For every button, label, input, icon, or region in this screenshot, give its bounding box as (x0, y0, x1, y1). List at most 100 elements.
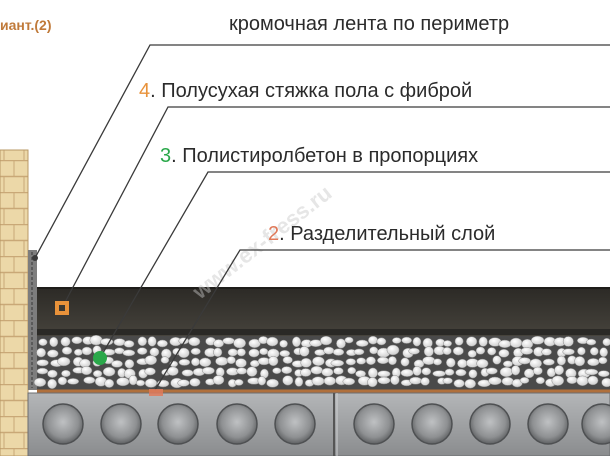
polystyrene-pellet (367, 377, 378, 388)
polystyrene-pellet (248, 348, 260, 358)
label-separator-text: . Разделительный слой (279, 223, 495, 245)
brick-wall (0, 149, 29, 457)
polystyrene-pellet (566, 376, 578, 384)
polystyrene-pellet (311, 376, 325, 386)
polystyrene-pellet (598, 356, 608, 365)
polystyrene-pellet (144, 355, 157, 366)
polystyrene-pellet (556, 355, 566, 366)
polystyrene-pellet (523, 368, 535, 379)
polystyrene-pellet (137, 336, 147, 347)
leader-separator (154, 249, 610, 391)
polystyrene-pellet (584, 368, 599, 376)
slab-hollow-core (527, 403, 569, 445)
polystyrene-pellet (478, 336, 488, 347)
polystyrene-pellet (116, 377, 130, 387)
label-edge-tape: кромочная лента по периметр (229, 13, 509, 35)
polystyrene-pellet (257, 357, 271, 366)
polystyrene-pellet (226, 356, 236, 365)
polystyrene-pellet (452, 346, 464, 356)
polystyrene-pellet (597, 370, 610, 378)
polystyrene-pellet (467, 349, 477, 358)
polystyrene-pellet (601, 377, 610, 388)
polystyrene-pellet (562, 348, 575, 356)
polystyrene-pellet (422, 337, 433, 349)
polystyrene-pellet (367, 367, 378, 379)
polystyrene-pellet (147, 336, 157, 347)
polystyrene-pellet (144, 378, 158, 388)
polystyrene-pellet (422, 356, 436, 365)
polystyrene-pellet (227, 348, 238, 357)
polystyrene-pellet (38, 338, 48, 346)
polystyrene-pellet (488, 376, 502, 386)
polystyrene-pellet (268, 355, 279, 367)
polystyrene-pellet (272, 367, 282, 374)
polystyrene-pellet (188, 337, 201, 347)
polystyrene-pellet (420, 377, 430, 386)
polystyrene-pellet (323, 346, 335, 355)
polystyrene-pellet (333, 367, 344, 375)
polystyrene-pellet (294, 376, 304, 387)
polystyrene-pellet (492, 355, 502, 365)
polystyrene-pellet (353, 348, 365, 356)
polystyrene-pellet (122, 349, 136, 357)
polystyrene-pellet (83, 376, 96, 384)
polystyrene-pellet (330, 359, 345, 367)
polystyrene-pellet (33, 377, 47, 387)
polystyrene-pellet (36, 359, 49, 367)
polystyrene-pellet (519, 377, 530, 384)
edge-tape-marker (32, 255, 38, 261)
polystyrene-pellet (215, 356, 229, 366)
polystyrene-pellet (443, 340, 452, 347)
polystyrene-pellet (520, 347, 534, 355)
polystyrene-pellet (281, 366, 293, 374)
polystyrene-pellet (442, 377, 453, 385)
leader-screed (61, 106, 610, 309)
polystyrene-pellet (342, 377, 356, 386)
polystyrene-pellet (166, 366, 179, 376)
polystyrene-pellet (246, 366, 258, 377)
slab-hollow-core (42, 403, 84, 445)
label-screed: 4. Полусухая стяжка пола с фиброй (139, 80, 472, 102)
polystyrene-pellet (189, 377, 201, 387)
polystyrene-pellet (60, 336, 71, 347)
polystyrene-pellet (541, 348, 552, 356)
polystyrene-pellet (57, 376, 68, 386)
polystyrene-pellet (61, 369, 71, 378)
polystyrene-pellet (498, 339, 512, 348)
polystyrene-pellet (177, 379, 190, 387)
polystyrene-pellet (409, 376, 422, 385)
polystyrene-pellet (178, 347, 190, 359)
polystyrene-pellet (602, 338, 610, 347)
polystyrene-pellet (323, 376, 336, 386)
leader-edge-tape (34, 44, 610, 259)
polystyrene-pellet (236, 367, 248, 375)
polystyrene-pellet (332, 348, 345, 356)
polystyrene-pellet (457, 358, 468, 369)
polystyrene-pellet (236, 348, 246, 357)
polystyrene-pellet (279, 350, 291, 357)
polystyrene-pellet (390, 375, 400, 385)
polystyrene-pellet (92, 370, 103, 378)
label-separator: 2. Разделительный слой (268, 223, 495, 245)
svg-text:4. Полусухая стяжка пола с фиб: 4. Полусухая стяжка пола с фиброй (139, 80, 472, 102)
polystyrene-pellet (190, 347, 201, 355)
polystyrene-pellet (466, 336, 478, 347)
polystyrene-marker (93, 351, 107, 365)
edge-tape-strip (28, 250, 37, 390)
polystyrene-pellet (128, 374, 138, 386)
label-screed-text: . Полусухая стяжка пола с фиброй (150, 80, 472, 102)
polystyrene-pellet (300, 357, 312, 368)
polystyrene-pellet (442, 347, 452, 355)
polystyrene-pellet (509, 337, 523, 348)
polystyrene-pellet (234, 379, 244, 386)
polystyrene-pellet (47, 349, 59, 358)
polystyrene-pellet (392, 337, 402, 344)
polystyrene-pellet (377, 370, 391, 378)
polystyrene-pellet (178, 358, 191, 366)
polystyrene-pellet (73, 348, 83, 356)
polystyrene-pellet (137, 347, 148, 355)
screed-marker (55, 301, 69, 315)
polystyrene-pellet (312, 356, 325, 366)
polystyrene-pellet (587, 375, 599, 386)
polystyrene-pellet (551, 375, 565, 386)
